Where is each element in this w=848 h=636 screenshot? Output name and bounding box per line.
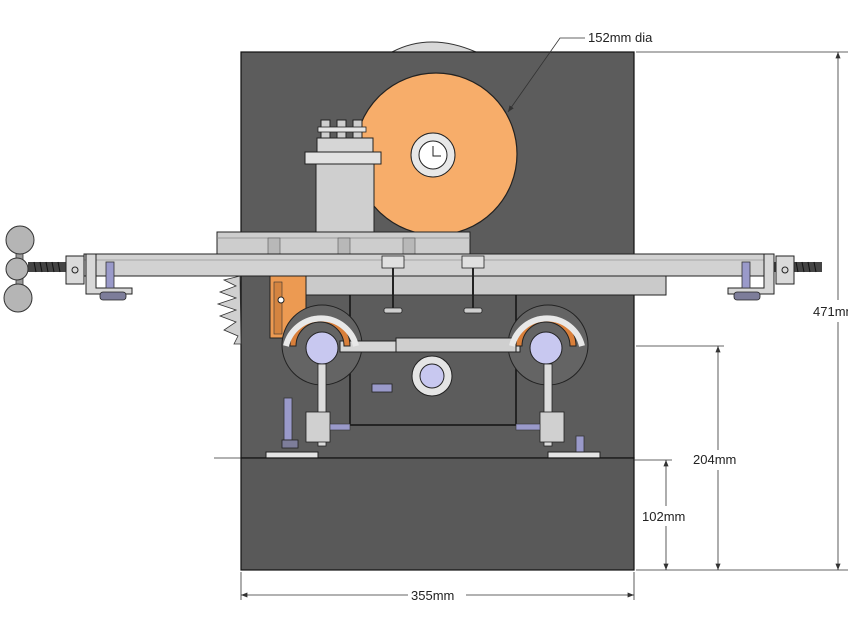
- wheel-hub-mark: [432, 146, 441, 157]
- foot-right: [547, 451, 601, 459]
- base-block: [240, 457, 635, 571]
- dim-base-width: 355mm: [411, 588, 454, 603]
- leg-right: [543, 363, 553, 447]
- dimension-annotations: [214, 37, 848, 600]
- bolt-head-row: [317, 126, 367, 133]
- foot-pad-left: [99, 291, 127, 301]
- bracket-left: [85, 253, 133, 295]
- foot-pad-right: [733, 291, 761, 301]
- saw-teeth: [216, 275, 242, 345]
- end-block-right: [775, 255, 795, 285]
- crossbar-lower: [299, 275, 667, 296]
- end-block-left: [65, 255, 85, 285]
- bracket-right: [727, 253, 775, 295]
- dim-wheel-diameter: 152mm dia: [588, 30, 653, 45]
- motor-body: [315, 163, 375, 235]
- handle-knob-middle: [5, 257, 29, 281]
- dim-overall-height: 471mm: [813, 304, 848, 319]
- motor-cap: [304, 151, 382, 165]
- dim-base-height: 102mm: [642, 509, 685, 524]
- handle-knob-bottom: [3, 283, 33, 313]
- plate-slot-2: [337, 237, 351, 255]
- handle-knob-top: [5, 225, 35, 255]
- motor-flange: [316, 137, 374, 153]
- foot-left: [265, 451, 319, 459]
- dim-upper-height: 204mm: [693, 452, 736, 467]
- bearing-left: [305, 331, 339, 365]
- top-hump: [391, 41, 477, 53]
- leg-left: [317, 363, 327, 447]
- plate-slot-1: [267, 237, 281, 255]
- plate-slot-3: [402, 237, 416, 255]
- bearing-right: [529, 331, 563, 365]
- crossbar: [83, 253, 771, 277]
